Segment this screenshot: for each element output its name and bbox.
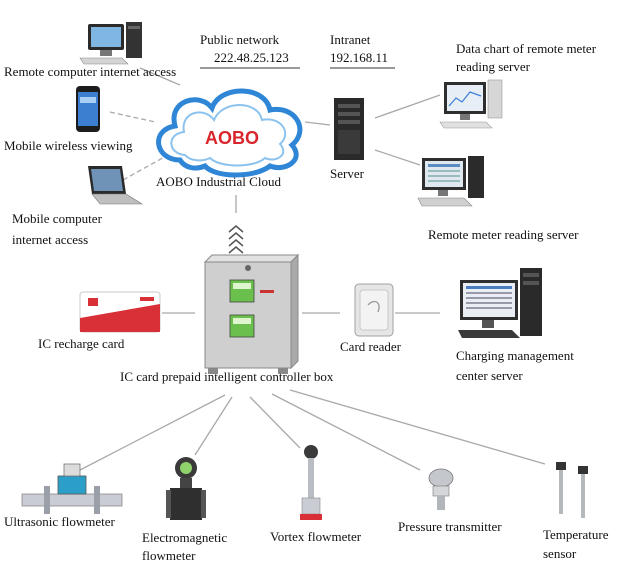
card-reader-icon: [354, 283, 394, 337]
controller-box-icon: [203, 253, 300, 374]
instrument-label-vortex: Vortex flowmeter: [270, 529, 362, 544]
temperature-sensor-icon: [556, 462, 588, 518]
controller-box-label: IC card prepaid intelligent controller b…: [120, 369, 334, 384]
ultrasonic-flowmeter-icon: [21, 463, 123, 514]
data-chart-server-label: Data chart of remote meter reading serve…: [456, 41, 597, 74]
card-reader-label: Card reader: [340, 339, 401, 354]
remote-computer-label: Remote computer internet access: [4, 64, 177, 79]
pressure-transmitter-icon: [428, 468, 454, 510]
instrument-label-electromagnetic: Electromagnetic flowmeter: [142, 530, 228, 563]
server-tower-icon: [334, 98, 364, 160]
ic-recharge-card-label: IC recharge card: [38, 336, 125, 351]
remote-computer-icon: [79, 22, 142, 65]
intranet-ip-label: 192.168.11: [330, 50, 389, 65]
mobile-computer-label: Mobile computer internet access: [12, 211, 102, 247]
laptop-icon: [88, 166, 144, 205]
data-chart-server-icon: [439, 79, 503, 129]
instrument-label-pressure: Pressure transmitter: [398, 519, 502, 534]
vortex-flowmeter-icon: [300, 445, 322, 520]
aobo-cloud-icon: [156, 88, 303, 178]
public-network-label: Public network: [200, 32, 280, 47]
server-label: Server: [330, 166, 364, 181]
mobile-wireless-label: Mobile wireless viewing: [4, 138, 133, 153]
public-ip-label: 222.48.25.123: [214, 50, 289, 65]
electromagnetic-flowmeter-icon: [166, 457, 206, 520]
ic-card-icon: [79, 291, 161, 333]
instrument-label-ultrasonic: Ultrasonic flowmeter: [4, 514, 115, 529]
instrument-label-temperature: Temperature sensor: [543, 527, 609, 561]
remote-meter-reading-server-label: Remote meter reading server: [428, 227, 579, 242]
cloud-logo-text: AOBO: [205, 128, 259, 148]
mobile-phone-icon: [76, 86, 100, 132]
charging-management-server-icon: [458, 268, 542, 338]
cloud-label: AOBO Industrial Cloud: [156, 174, 281, 189]
remote-meter-reading-server-icon: [417, 156, 484, 207]
charging-management-label: Charging management center server: [456, 348, 574, 383]
intranet-label: Intranet: [330, 32, 371, 47]
